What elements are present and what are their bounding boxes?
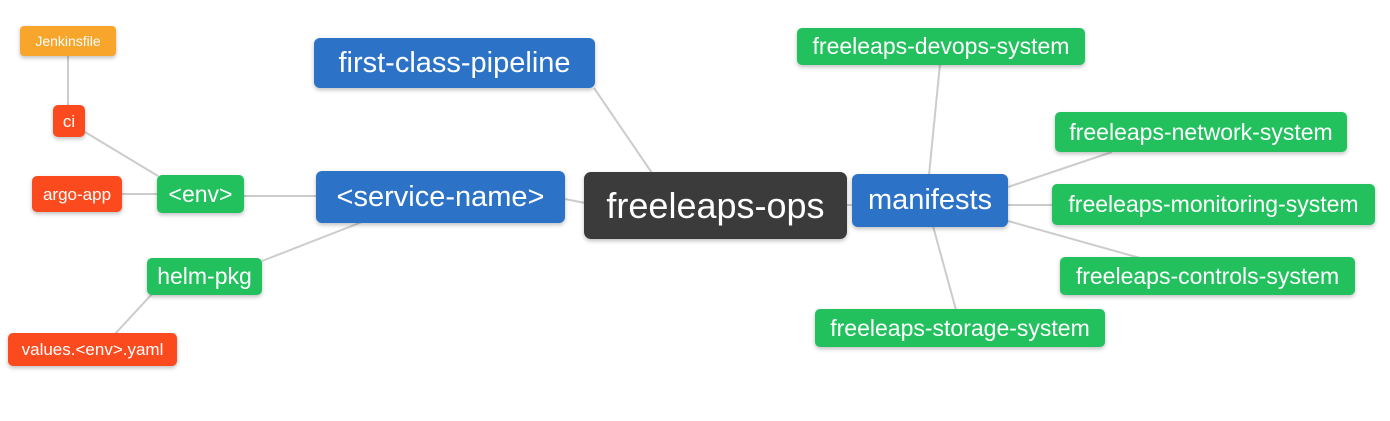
edge-values-helm-pkg	[114, 293, 153, 335]
edge-manifests-network-system	[1007, 151, 1113, 188]
node-freeleaps-network-system[interactable]: freeleaps-network-system	[1055, 112, 1347, 152]
edge-manifests-storage-system	[932, 225, 957, 311]
edge-manifests-devops-system	[928, 63, 941, 176]
edge-ci-env	[84, 131, 159, 177]
edge-first-class-pipeline-root	[593, 87, 653, 174]
node-helm-pkg[interactable]: helm-pkg	[147, 258, 262, 295]
node-env[interactable]: <env>	[157, 175, 244, 213]
edge-service-name-root	[564, 198, 586, 204]
node-freeleaps-ops[interactable]: freeleaps-ops	[584, 172, 847, 239]
node-freeleaps-storage-system[interactable]: freeleaps-storage-system	[815, 309, 1105, 347]
node-ci[interactable]: ci	[53, 105, 85, 137]
node-freeleaps-devops-system[interactable]: freeleaps-devops-system	[797, 28, 1085, 65]
edge-helm-pkg-service-name	[261, 221, 363, 262]
node-argo-app[interactable]: argo-app	[32, 176, 122, 212]
node-values-env-yaml[interactable]: values.<env>.yaml	[8, 333, 177, 366]
node-jenkinsfile[interactable]: Jenkinsfile	[20, 26, 116, 56]
node-freeleaps-controls-system[interactable]: freeleaps-controls-system	[1060, 257, 1355, 295]
edge-manifests-controls-system	[1007, 220, 1141, 259]
node-first-class-pipeline[interactable]: first-class-pipeline	[314, 38, 595, 88]
node-manifests[interactable]: manifests	[852, 174, 1008, 227]
node-service-name[interactable]: <service-name>	[316, 171, 565, 223]
node-freeleaps-monitoring-system[interactable]: freeleaps-monitoring-system	[1052, 184, 1375, 225]
